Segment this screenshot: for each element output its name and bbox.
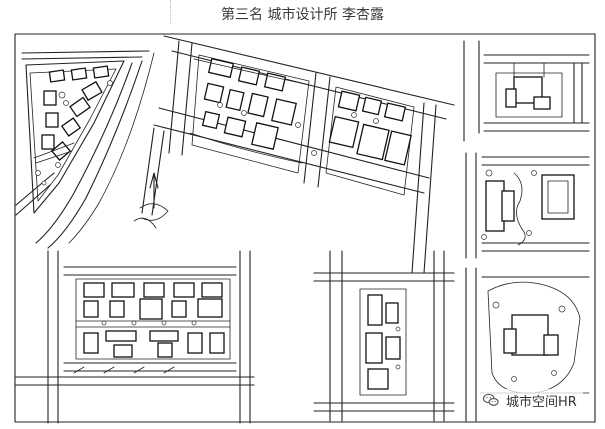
plan-bottom-left	[15, 250, 255, 424]
plan-top-left	[15, 50, 155, 249]
wechat-icon	[482, 393, 499, 406]
plan-top-center	[133, 35, 455, 274]
plan-right-middle	[465, 152, 590, 259]
caption-divider	[170, 0, 172, 24]
sketch-sheet	[14, 33, 597, 424]
watermark-text: 城市空间HR	[506, 394, 577, 410]
sheet-frame	[14, 33, 596, 423]
plan-right-bottom	[465, 267, 590, 422]
sketch-drawing	[14, 33, 596, 424]
plan-bottom-middle	[313, 250, 455, 422]
plan-right-top	[463, 40, 590, 142]
watermark: 城市空间HR	[478, 389, 583, 411]
page-caption: 第三名 城市设计所 李杏露	[221, 7, 384, 23]
